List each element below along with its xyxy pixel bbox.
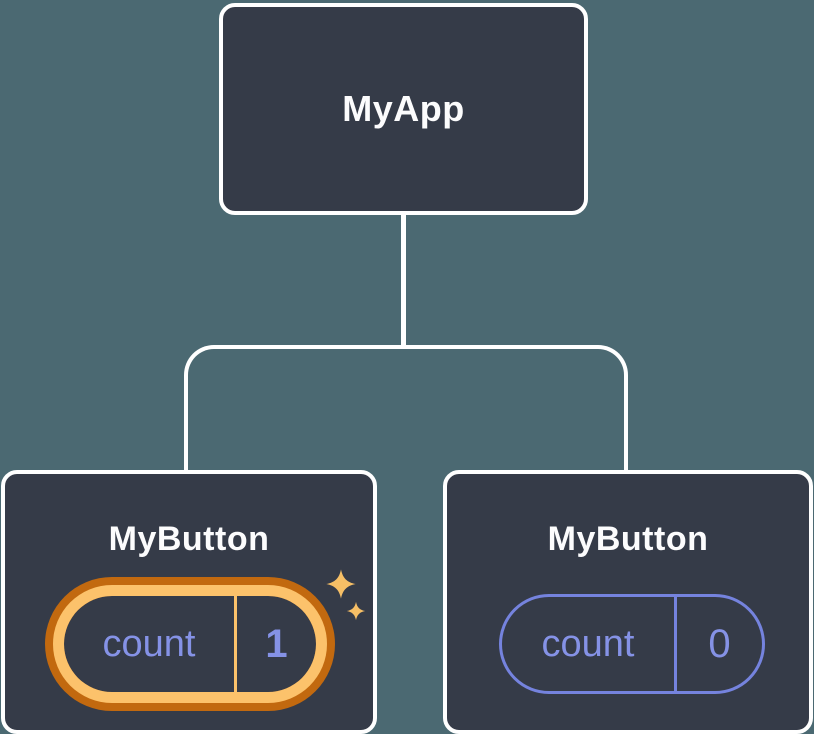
sparkle-icon-small	[346, 601, 366, 621]
child-node-left: MyButton count 1	[1, 470, 377, 734]
pill-divider	[674, 597, 677, 691]
child-node-right: MyButton count 0	[443, 470, 813, 734]
connector-trunk-line	[401, 213, 406, 347]
connector-branch-bracket	[184, 345, 628, 471]
state-key-label: count	[541, 622, 635, 665]
child-node-label: MyButton	[108, 520, 270, 558]
state-pill: count 0	[499, 594, 765, 694]
child-node-label: MyButton	[547, 520, 709, 558]
sparkle-icon-large	[325, 568, 357, 600]
state-value: 0	[708, 621, 731, 666]
root-node-label: MyApp	[342, 88, 465, 129]
root-node: MyApp	[219, 3, 588, 215]
pill-divider	[234, 596, 237, 692]
state-value: 1	[265, 621, 288, 666]
state-key-label: count	[102, 622, 196, 665]
state-pill-highlighted: count 1	[64, 596, 316, 692]
